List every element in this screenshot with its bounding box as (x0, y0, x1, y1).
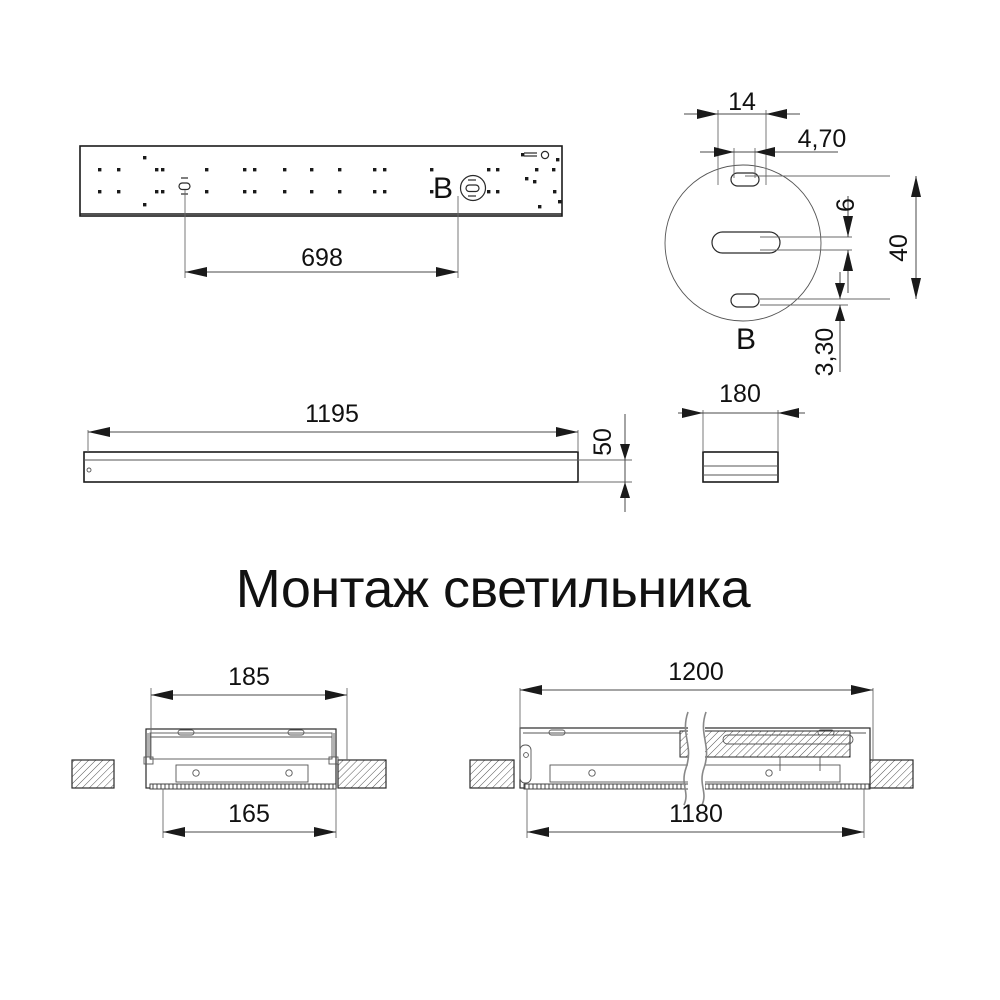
dimension-470 (700, 147, 838, 178)
dimension-label-14: 14 (728, 88, 756, 116)
dimension-6 (843, 196, 853, 293)
module-hole-right (285, 769, 293, 777)
detail-slot-bottom (730, 293, 760, 308)
dimension-1180 (526, 789, 865, 838)
ceiling-slab-left-long (469, 759, 515, 789)
dimension-label-180: 180 (719, 380, 761, 408)
driver-tube (722, 734, 854, 745)
dimension-180 (678, 408, 805, 452)
ceiling-slab-right-long (864, 759, 914, 789)
dimension-label-50: 50 (589, 428, 617, 456)
panel-outline (79, 145, 563, 217)
dimension-label-698: 698 (301, 244, 343, 272)
dimension-label-40: 40 (885, 234, 913, 262)
dimension-label-165: 165 (228, 800, 270, 828)
front-body-outline (83, 451, 579, 483)
housing-upper-band (149, 732, 333, 760)
dimension-1200 (519, 685, 874, 760)
dimension-330 (835, 272, 845, 372)
dimension-label-185: 185 (228, 663, 270, 691)
detail-b-view (664, 109, 921, 372)
dimension-label-330: 3,30 (811, 328, 839, 377)
dimension-1195 (87, 427, 579, 452)
dimension-165 (162, 789, 337, 838)
mounting-transverse-view (71, 688, 387, 838)
ceiling-slab-left (71, 759, 115, 789)
luminaire-housing (145, 728, 337, 789)
page-title: Монтаж светильника (236, 559, 752, 619)
end-spring-clips (519, 729, 835, 784)
module-hole-left (192, 769, 200, 777)
module-hole-1 (588, 769, 596, 777)
dimension-label-1195: 1195 (305, 400, 359, 428)
led-module-section (175, 764, 309, 783)
mounting-longitudinal-view (469, 685, 914, 838)
detail-b-circle (664, 164, 822, 322)
diffuser-strip (149, 783, 337, 790)
side-elevation-view (678, 408, 805, 483)
housing-top-clips (177, 729, 305, 736)
detail-slot-top (730, 172, 760, 187)
break-line (683, 711, 708, 806)
side-body-outline (702, 451, 779, 483)
ceiling-slab-right (337, 759, 387, 789)
led-dot-array (98, 153, 562, 209)
dimension-40 (911, 176, 921, 299)
callout-letter-b-top: B (433, 172, 453, 205)
left-mounting-slot (178, 177, 191, 195)
dimension-label-1180: 1180 (669, 800, 723, 828)
dimension-185 (150, 688, 348, 760)
dimension-label-1200: 1200 (668, 658, 724, 686)
dimension-label-6: 6 (832, 198, 860, 212)
dimension-14 (684, 109, 800, 185)
detail-letter-b: B (736, 323, 756, 356)
connector-marks (524, 150, 550, 160)
mounting-spring-clips (143, 733, 339, 765)
dimension-label-470: 4,70 (798, 125, 847, 153)
detail-b-callout (459, 174, 487, 202)
detail-slot-center (711, 231, 781, 254)
module-hole-2 (765, 769, 773, 777)
front-elevation-view (83, 414, 632, 512)
front-end-hole (86, 467, 92, 473)
top-panel-view (79, 145, 563, 278)
dimension-698 (184, 190, 459, 278)
dimension-50 (578, 414, 632, 512)
